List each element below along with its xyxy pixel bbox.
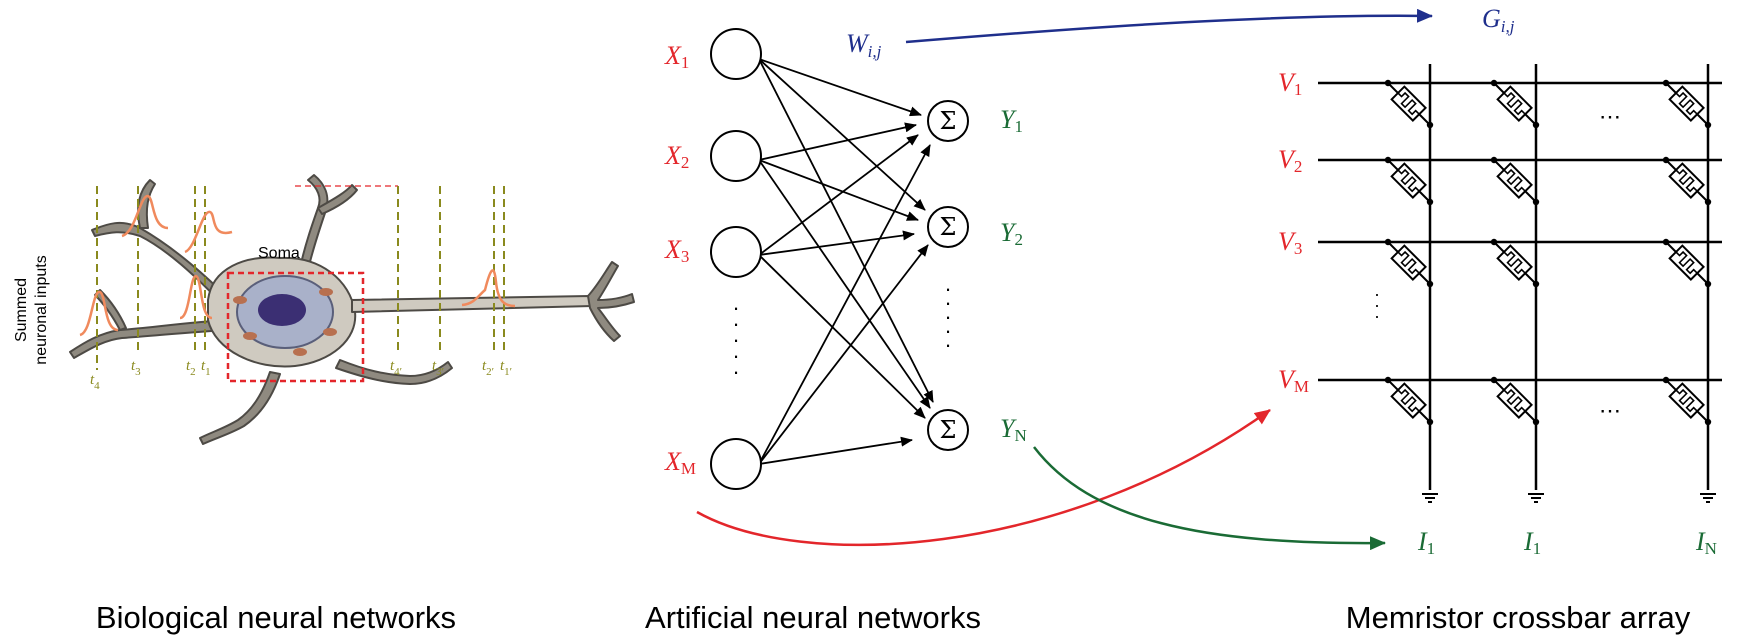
row-label-v3: V3 (1278, 227, 1302, 258)
output-label-yn: YN (1000, 414, 1027, 445)
time-labels: t4 t3 t2 t1 t4′ t3′ t2′ t1′ (90, 358, 512, 392)
crossbar-ellipsis-left: ··· (1374, 284, 1380, 326)
memristor (1383, 155, 1435, 207)
memristor (1661, 78, 1713, 130)
input-label-x3: X3 (664, 235, 689, 266)
row-label-v1: V1 (1278, 68, 1302, 99)
output-label-y2: Y2 (1000, 218, 1023, 249)
output-node-1 (927, 100, 969, 142)
input-node-3 (710, 226, 762, 278)
time-label-t2-prime: t2′ (482, 358, 494, 378)
weight-to-conductance-arrow (905, 8, 1433, 44)
output-node-2 (927, 206, 969, 248)
memristor (1661, 155, 1713, 207)
column-label-i1: I1 (1417, 527, 1435, 558)
time-label-t1: t1 (201, 358, 211, 378)
memristor (1661, 237, 1713, 289)
memristor (1383, 78, 1435, 130)
row-label-vm: VM (1278, 365, 1309, 396)
crossbar-columns (1428, 64, 1710, 490)
soma-label: Soma (258, 245, 300, 262)
biological-neuron-panel: Summed neuronal inputs (13, 174, 635, 635)
memristor (1383, 237, 1435, 289)
output-to-current-arrow (1033, 446, 1386, 551)
time-label-t4: t4 (90, 372, 100, 392)
column-label-in: IN (1695, 527, 1717, 558)
column-label-i1-second: I1 (1523, 527, 1541, 558)
caption-crossbar: Memristor crossbar array (1346, 600, 1691, 635)
memristor (1489, 237, 1541, 289)
memristor (1661, 375, 1713, 427)
mapping-arrows (696, 8, 1433, 551)
input-node-2 (710, 130, 762, 182)
ann-panel: ····· Σ Σ Σ ····· X1 X2 X3 XM Y1 Y2 YN W… (645, 28, 1027, 635)
input-label-x1: X1 (664, 41, 689, 72)
input-label-x2: X2 (664, 141, 689, 172)
input-label-xm: XM (664, 447, 696, 478)
y-axis-label-line1: Summed (13, 278, 30, 342)
ann-connections (758, 58, 934, 465)
memristor (1489, 155, 1541, 207)
ann-input-ellipsis: ····· (732, 295, 739, 384)
sum-symbol-1: Σ (940, 107, 957, 135)
ann-output-ellipsis: ····· (944, 276, 951, 357)
caption-biological: Biological neural networks (96, 600, 456, 635)
time-label-t4-prime: t4′ (390, 358, 402, 378)
memristor-array (1383, 78, 1713, 427)
y-axis-label-line2: neuronal inputs (33, 255, 50, 364)
output-label-y1: Y1 (1000, 105, 1023, 136)
memristor (1489, 375, 1541, 427)
conductance-label: Gi,j (1482, 4, 1515, 36)
crossbar-rows (1318, 81, 1722, 382)
row-label-v2: V2 (1278, 145, 1302, 176)
weight-label: Wi,j (846, 29, 882, 61)
ground-col-n (1699, 493, 1717, 503)
ann-output-nodes (927, 100, 969, 451)
caption-artificial: Artificial neural networks (645, 600, 981, 635)
time-label-t2: t2 (186, 358, 196, 378)
ground-col-1 (1421, 493, 1439, 503)
time-label-t3-prime: t3′ (432, 358, 444, 378)
time-label-t3: t3 (131, 358, 141, 378)
output-node-n (927, 409, 969, 451)
sum-symbol-n: Σ (940, 416, 957, 444)
soma-organelles (233, 275, 337, 356)
memristor (1489, 78, 1541, 130)
sum-symbol-2: Σ (940, 213, 957, 241)
input-spikes (79, 194, 516, 337)
ground-col-2 (1527, 493, 1545, 503)
ann-input-nodes (710, 28, 762, 490)
soma-box (226, 271, 365, 383)
input-node-1 (710, 28, 762, 80)
memristor (1383, 375, 1435, 427)
crossbar-ellipsis-bottom: ⋯ (1599, 398, 1621, 423)
crossbar-panel: Gi,j (1278, 4, 1722, 635)
time-label-t1-prime: t1′ (500, 358, 512, 378)
input-to-voltage-arrow (696, 408, 1271, 547)
crossbar-ellipsis-top: ⋯ (1599, 104, 1621, 129)
input-node-m (710, 438, 762, 490)
